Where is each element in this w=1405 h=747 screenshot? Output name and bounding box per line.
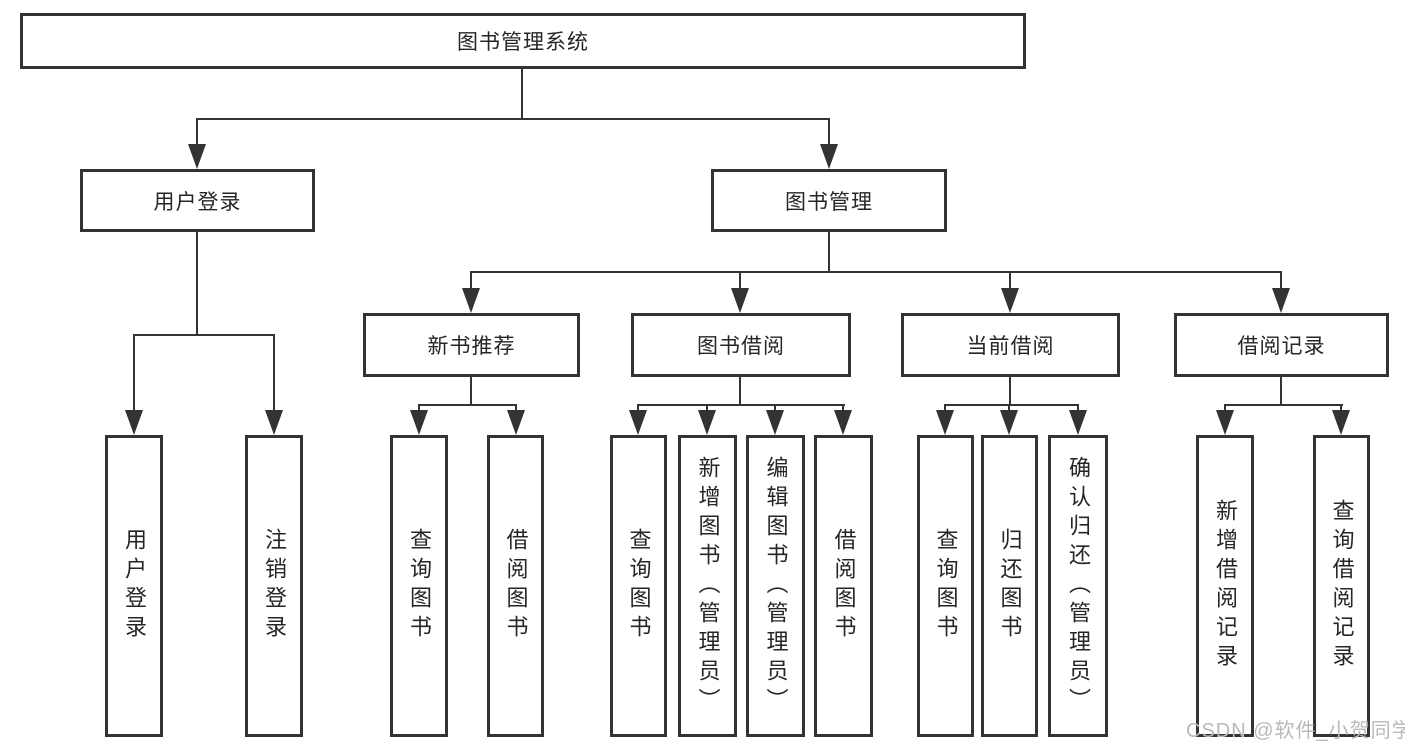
connector-to-leaf — [515, 404, 517, 413]
connector-to-leaf — [1077, 404, 1079, 413]
arrowhead-down-icon — [265, 410, 283, 435]
connector-root-branch — [196, 118, 830, 120]
connector-to-new-book-recommendation — [470, 271, 472, 291]
leaf-confirm-return-admin: 确认归还（管理员） — [1048, 435, 1108, 737]
connector-book-management-branch — [470, 271, 1282, 273]
arrowhead-down-icon — [1001, 288, 1019, 313]
leaf-query-books-recommendation: 查询图书 — [390, 435, 448, 737]
node-user-login: 用户登录 — [80, 169, 315, 232]
leaf-query-borrowing-record: 查询借阅记录 — [1313, 435, 1370, 737]
arrowhead-down-icon — [834, 410, 852, 435]
connector-to-book-management — [828, 118, 830, 146]
leaf-query-books-current: 查询图书 — [917, 435, 974, 737]
csdn-watermark: CSDN @软件_小贺同学 — [1186, 720, 1405, 742]
leaf-return-books: 归还图书 — [981, 435, 1038, 737]
connector-new-book-rec-riser — [470, 377, 472, 406]
connector-to-leaf — [637, 404, 639, 413]
arrowhead-down-icon — [188, 144, 206, 169]
arrowhead-down-icon — [1069, 410, 1087, 435]
arrowhead-down-icon — [462, 288, 480, 313]
connector-to-leaf — [706, 404, 708, 413]
leaf-borrow-books: 借阅图书 — [814, 435, 873, 737]
connector-to-leaf — [774, 404, 776, 413]
arrowhead-down-icon — [507, 410, 525, 435]
connector-root-riser — [521, 69, 523, 120]
arrowhead-down-icon — [936, 410, 954, 435]
connector-to-leaf — [418, 404, 420, 413]
leaf-user-login: 用户登录 — [105, 435, 163, 737]
node-borrowing-records: 借阅记录 — [1174, 313, 1389, 377]
arrowhead-down-icon — [731, 288, 749, 313]
connector-book-management-riser — [828, 232, 830, 273]
connector-book-borrowing-riser — [739, 377, 741, 406]
leaf-add-books-admin: 新增图书（管理员） — [678, 435, 737, 737]
arrowhead-down-icon — [1272, 288, 1290, 313]
connector-current-borrowing-branch — [944, 404, 1079, 406]
arrowhead-down-icon — [820, 144, 838, 169]
connector-user-login-riser — [196, 232, 198, 336]
arrowhead-down-icon — [1332, 410, 1350, 435]
arrowhead-down-icon — [698, 410, 716, 435]
arrowhead-down-icon — [1216, 410, 1234, 435]
arrowhead-down-icon — [629, 410, 647, 435]
leaf-borrow-books-recommendation: 借阅图书 — [487, 435, 544, 737]
connector-to-leaf — [944, 404, 946, 413]
connector-to-leaf — [842, 404, 844, 413]
arrowhead-down-icon — [125, 410, 143, 435]
leaf-add-borrowing-record: 新增借阅记录 — [1196, 435, 1254, 737]
connector-borrowing-records-riser — [1280, 377, 1282, 406]
node-current-borrowing: 当前借阅 — [901, 313, 1120, 377]
connector-to-user-login — [196, 118, 198, 146]
node-library-management-system: 图书管理系统 — [20, 13, 1026, 69]
arrowhead-down-icon — [410, 410, 428, 435]
connector-borrowing-records-branch — [1224, 404, 1343, 406]
arrowhead-down-icon — [766, 410, 784, 435]
node-book-management: 图书管理 — [711, 169, 947, 232]
node-new-book-recommendation: 新书推荐 — [363, 313, 580, 377]
leaf-edit-books-admin: 编辑图书（管理员） — [746, 435, 805, 737]
leaf-logout-login: 注销登录 — [245, 435, 303, 737]
connector-book-borrowing-branch — [637, 404, 845, 406]
node-book-borrowing: 图书借阅 — [631, 313, 851, 377]
connector-to-leaf — [1224, 404, 1226, 413]
arrowhead-down-icon — [1000, 410, 1018, 435]
connector-new-book-rec-branch — [418, 404, 517, 406]
connector-to-current-borrowing — [1009, 271, 1011, 291]
connector-user-login-branch — [133, 334, 275, 336]
connector-to-leaf-user-login — [133, 334, 135, 412]
leaf-query-books-borrowing: 查询图书 — [610, 435, 667, 737]
connector-to-book-borrowing — [739, 271, 741, 291]
connector-to-leaf-logout — [273, 334, 275, 412]
connector-current-borrowing-riser — [1009, 377, 1011, 406]
connector-to-leaf — [1008, 404, 1010, 413]
connector-to-leaf — [1340, 404, 1342, 413]
connector-to-borrowing-records — [1280, 271, 1282, 291]
